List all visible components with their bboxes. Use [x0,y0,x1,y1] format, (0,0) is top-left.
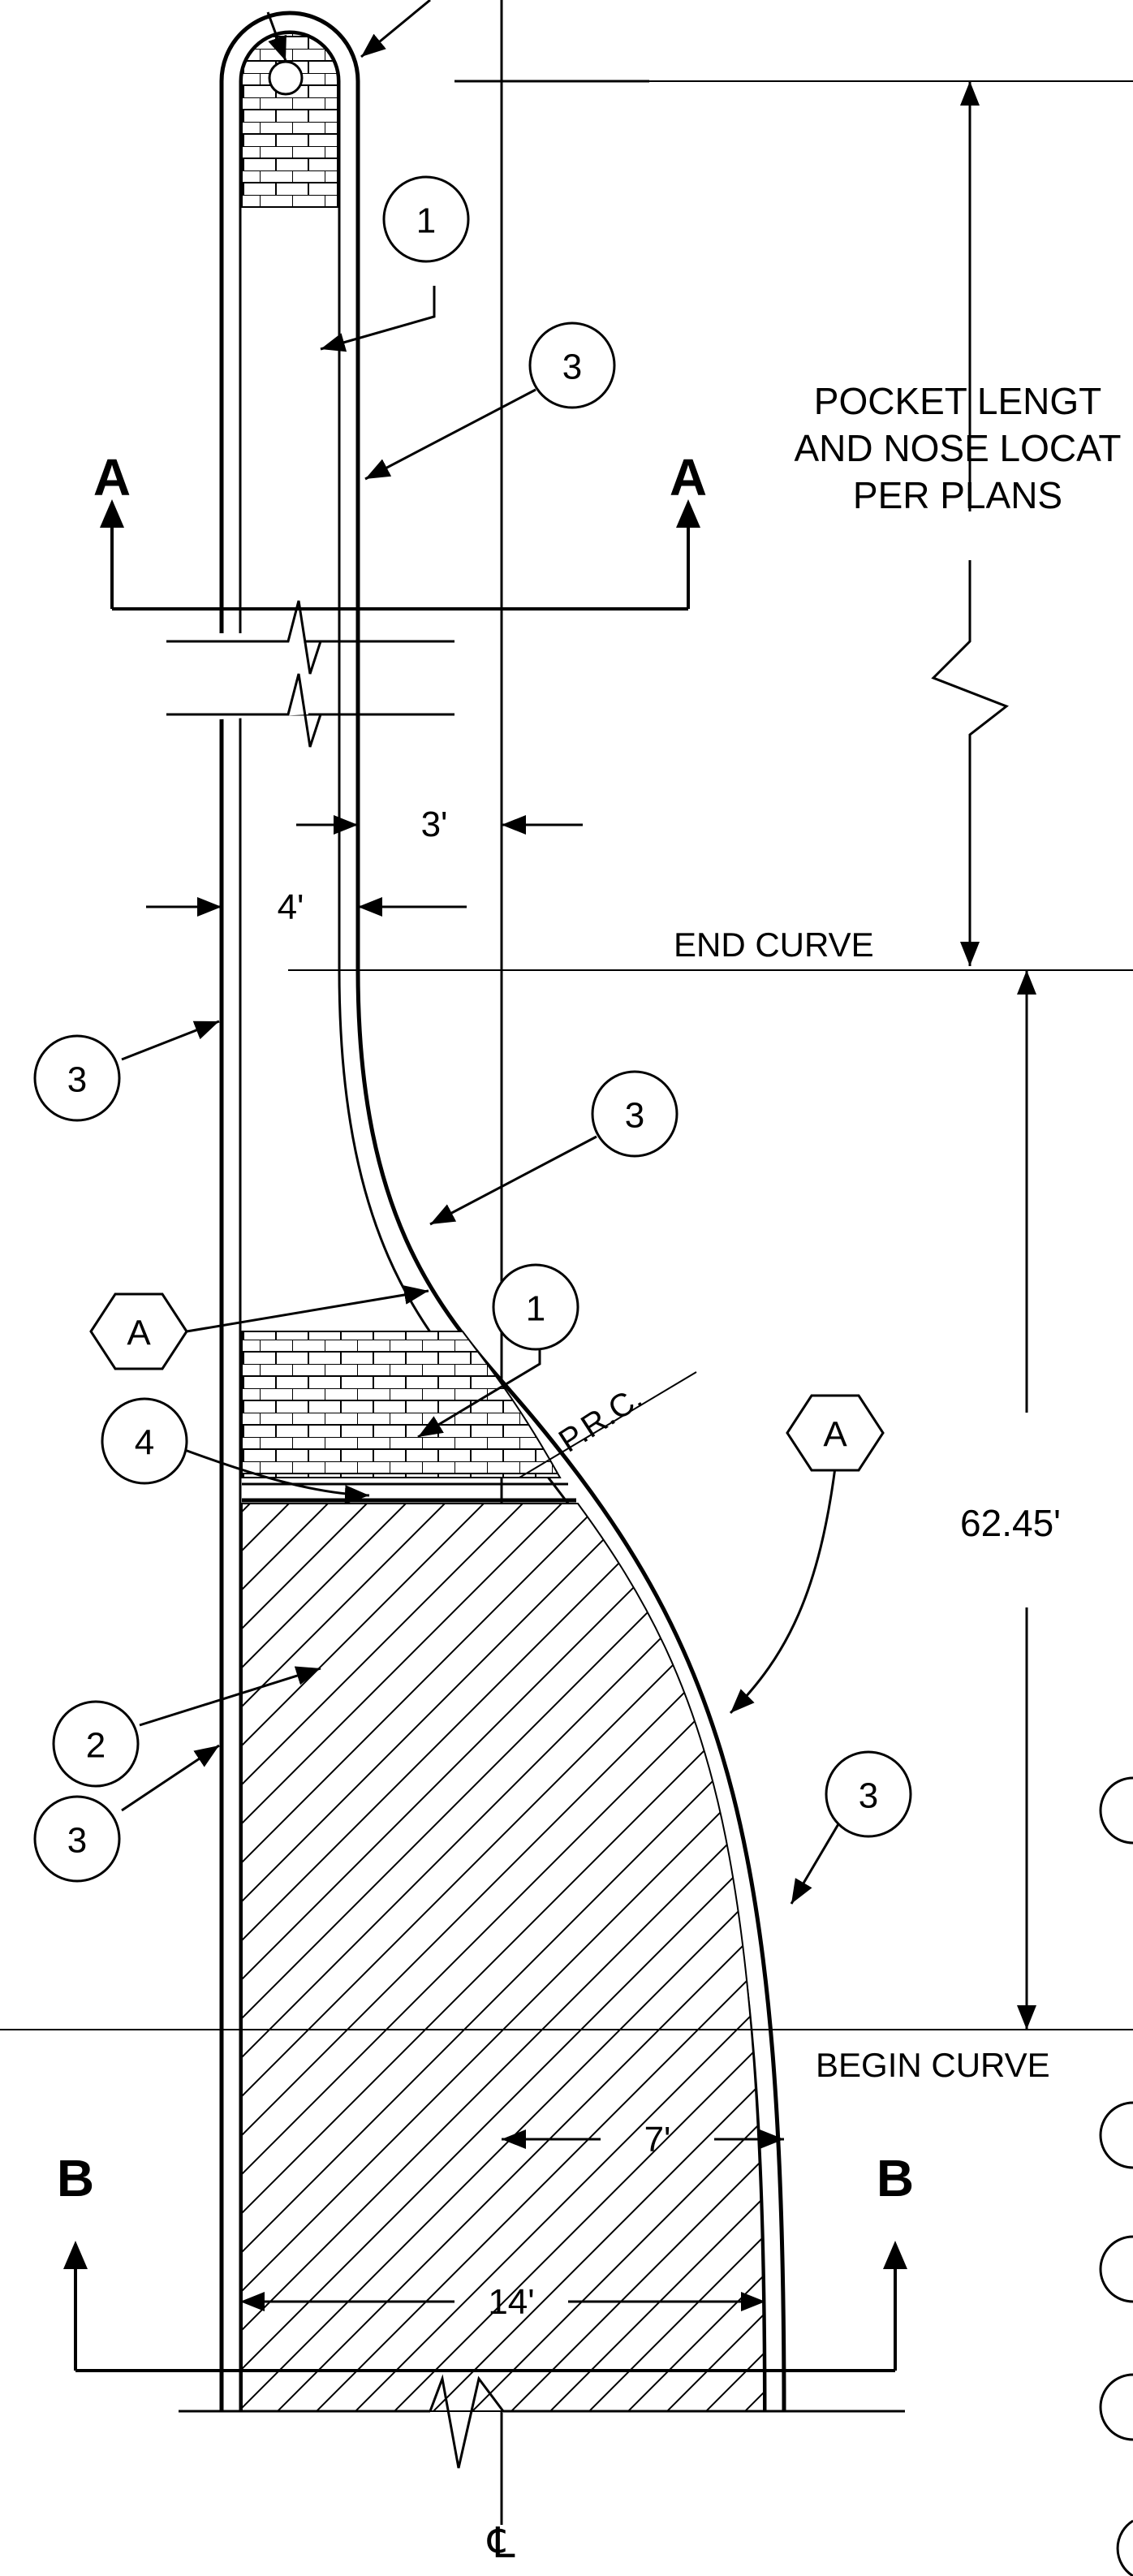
section-a-left-label: A [93,448,131,507]
pocket-length-dimension: POCKET LENGT AND NOSE LOCAT PER PLANS [649,80,1133,966]
callout-3-curve: 3 [591,1070,679,1158]
callout-3-top: 3 [528,321,616,409]
four-ft-dimension: 4' [146,887,467,927]
callout-3-left-low: 3 [33,1795,121,1883]
break-line-top [162,600,454,748]
nose-post-marker [268,60,304,96]
fourteen-ft-label: 14' [488,2282,534,2322]
callout-4: 4 [101,1397,188,1485]
pocket-length-label-line1: POCKET LENGT [814,380,1101,422]
section-a-cut: A A [93,448,707,611]
hatched-concrete-area [241,1503,765,2412]
break-line-bottom [179,2374,905,2469]
prc-label: P.R.C. [553,1379,648,1459]
end-curve-line: END CURVE [288,926,1133,971]
prc-marker: P.R.C. [519,1371,697,1478]
curve-length-label: 62.45' [960,1502,1061,1544]
svg-text:3: 3 [67,1821,87,1861]
nose-crosshair [454,57,649,106]
begin-curve-line: BEGIN CURVE [0,2029,1133,2084]
section-a-right-label: A [670,448,707,507]
callout-1-top: 1 [382,175,470,263]
section-b-cut: B B [57,2149,914,2372]
end-curve-label: END CURVE [674,926,874,964]
svg-text:1: 1 [416,201,436,241]
svg-text:3: 3 [562,347,582,387]
callout-2: 2 [52,1700,140,1788]
begin-curve-label: BEGIN CURVE [816,2046,1050,2084]
section-b-right-label: B [877,2149,914,2207]
fourteen-ft-dimension: 14' [240,2282,765,2322]
partial-callouts-right-edge [1099,1776,1133,2576]
pocket-length-label-line3: PER PLANS [853,474,1062,516]
callout-1-mid: 1 [492,1263,579,1351]
section-b-left-label: B [57,2149,94,2207]
centerline-symbol: ℄ [486,2520,515,2567]
callout-leaders [121,0,846,1905]
three-ft-label: 3' [421,805,448,844]
curve-length-dimension: 62.45' [960,970,1061,2030]
pocket-length-label-line2: AND NOSE LOCAT [795,427,1122,469]
four-ft-label: 4' [278,887,304,927]
svg-text:3: 3 [859,1776,878,1816]
three-ft-dimension: 3' [296,805,583,844]
svg-text:A: A [127,1314,151,1353]
svg-text:3: 3 [625,1096,644,1136]
brick-area-nose [241,32,338,208]
svg-text:3: 3 [67,1060,87,1100]
brick-area-transition [241,1331,576,1503]
svg-text:2: 2 [86,1726,106,1766]
svg-text:4: 4 [135,1423,154,1463]
svg-text:1: 1 [526,1289,545,1329]
callout-hex-a-right: A [786,1394,885,1472]
callout-3-right-low: 3 [825,1750,912,1838]
seven-ft-label: 7' [644,2120,671,2160]
callout-hex-a-left: A [89,1292,188,1370]
seven-ft-dimension: 7' [502,2120,784,2160]
callout-3-left-mid: 3 [33,1034,121,1122]
svg-text:A: A [823,1415,847,1455]
